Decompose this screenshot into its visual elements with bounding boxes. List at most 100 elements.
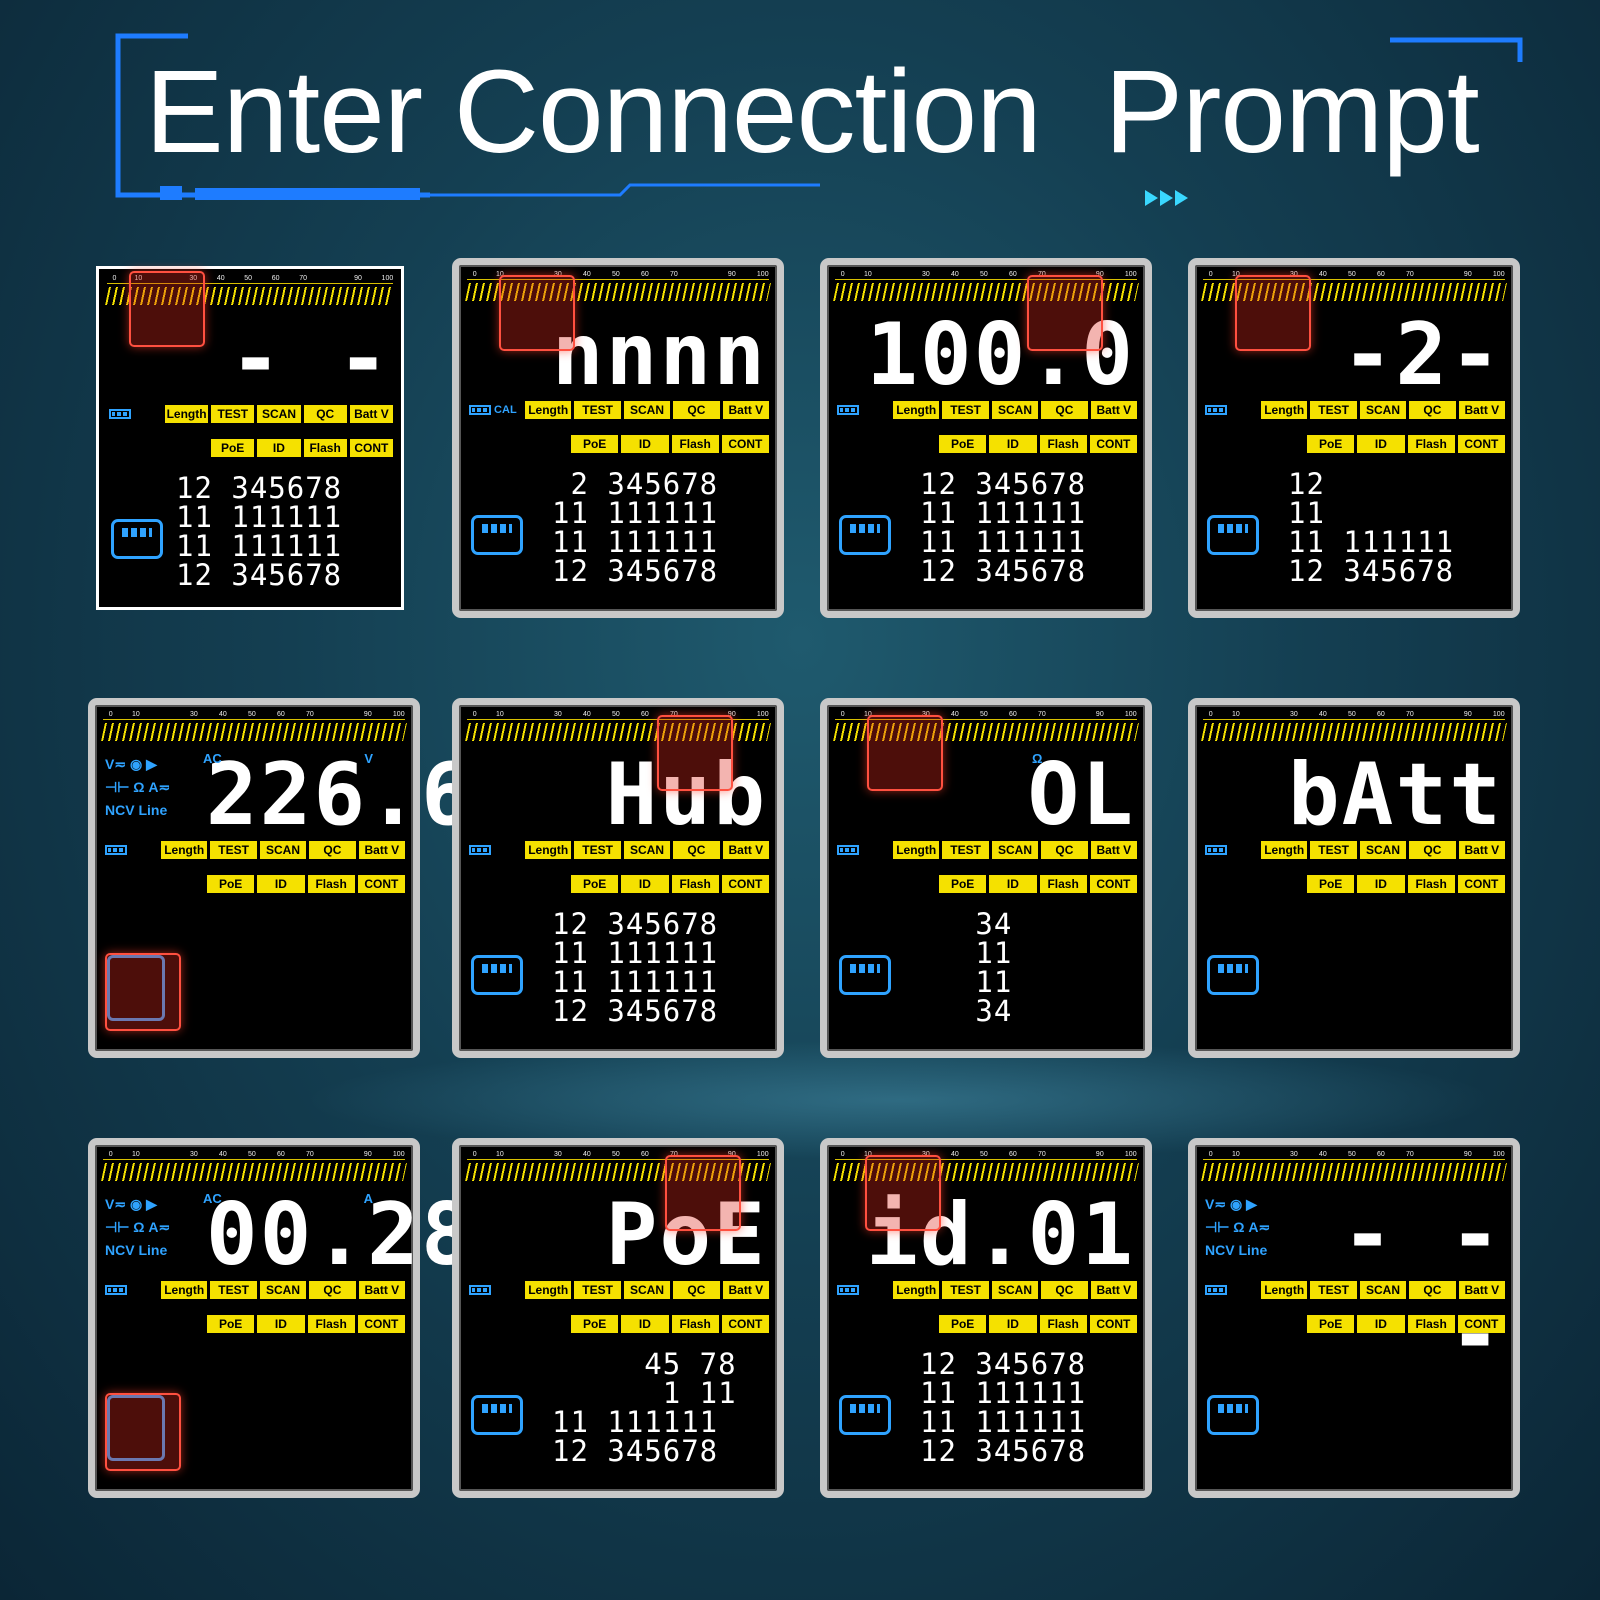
length-bargraph	[101, 1163, 407, 1181]
ruler-tick-label: 90	[1095, 711, 1104, 718]
ruler-tick-label: 60	[1008, 711, 1017, 718]
mode-label: CONT	[721, 435, 769, 453]
unit-left-label: AC	[203, 751, 222, 766]
ruler-tick-label: 0	[1208, 711, 1213, 718]
mode-label: PoE	[207, 1315, 255, 1333]
ruler-tick-label: 60	[640, 1151, 649, 1158]
mode-label: Length	[525, 841, 572, 859]
wire-map-display: 2 345678 11 111111 11 111111 12 345678	[552, 467, 719, 588]
ruler-tick-label: 100	[1492, 271, 1505, 278]
mode-label: Length	[525, 401, 572, 419]
mode-label: Length	[165, 405, 209, 423]
ruler-tick-label: 70	[1037, 711, 1046, 718]
mode-label: TEST	[1310, 841, 1357, 859]
wire-map-display: 34 11 11 34	[975, 907, 1013, 1028]
mode-label: ID	[621, 875, 669, 893]
main-display-readout: bAtt	[1287, 745, 1503, 845]
battery-icon	[1205, 404, 1227, 416]
mode-label: CONT	[1457, 435, 1505, 453]
ruler-tick-label: 0	[472, 1151, 477, 1158]
mode-label: QC	[1409, 1281, 1456, 1299]
rj45-connector-icon	[471, 1395, 523, 1435]
mode-label: ID	[989, 875, 1037, 893]
mode-label: TEST	[210, 841, 257, 859]
mode-label: SCAN	[991, 1281, 1039, 1299]
ruler-tick-label: 30	[921, 1151, 930, 1158]
ruler-tick-label: 60	[640, 271, 649, 278]
ruler-tick-label: 100	[756, 1151, 769, 1158]
ruler-tick-label: 50	[1347, 1151, 1356, 1158]
highlight-marker	[657, 715, 733, 791]
unit-right-label: Ω	[1032, 751, 1043, 766]
ruler-tick-label: 50	[979, 271, 988, 278]
mode-label: Batt V	[1090, 401, 1138, 419]
page-title: Enter Connection Prompt	[145, 46, 1480, 178]
ruler-tick-label: 30	[553, 711, 562, 718]
mode-label: ID	[621, 1315, 669, 1333]
highlight-marker	[665, 1155, 741, 1231]
ruler-tick-label: 50	[1347, 271, 1356, 278]
mode-label: Length	[893, 401, 940, 419]
mode-label: TEST	[574, 1281, 621, 1299]
battery-icon	[109, 408, 131, 420]
mode-label: Length	[161, 1281, 208, 1299]
ruler-tick-label: 40	[950, 1151, 959, 1158]
mode-label: PoE	[207, 875, 255, 893]
mode-label: QC	[673, 1281, 720, 1299]
mode-label: QC	[309, 841, 356, 859]
ruler-tick-label: 90	[1095, 1151, 1104, 1158]
mode-label: Flash	[1407, 1315, 1455, 1333]
main-display-readout: PoE	[605, 1185, 767, 1285]
ruler-tick-label: 70	[1405, 711, 1414, 718]
ruler-tick-label: 40	[218, 1151, 227, 1158]
ruler-tick-label: 10	[495, 271, 504, 278]
ruler-tick-label: 40	[218, 711, 227, 718]
ruler-tick-label: 50	[247, 711, 256, 718]
ruler-tick-label: 50	[1347, 711, 1356, 718]
mode-label: Batt V	[722, 841, 770, 859]
main-display-readout: -2-	[1341, 305, 1503, 405]
mode-label: CONT	[1457, 1315, 1505, 1333]
main-display-readout: - - -	[1341, 1185, 1503, 1385]
length-bargraph	[101, 723, 407, 741]
ruler-tick-label: 0	[108, 1151, 113, 1158]
mode-label: QC	[673, 401, 720, 419]
ruler-tick-label: 90	[363, 711, 372, 718]
ruler-tick-label: 10	[1231, 271, 1240, 278]
highlight-marker	[1235, 275, 1311, 351]
mode-label: SCAN	[259, 1281, 307, 1299]
ruler-tick-label: 10	[863, 271, 872, 278]
ruler-tick-label: 70	[1405, 1151, 1414, 1158]
ruler-tick-label: 100	[1492, 711, 1505, 718]
mode-label: Flash	[307, 875, 355, 893]
mode-label: Length	[1261, 401, 1308, 419]
mode-label: TEST	[942, 401, 989, 419]
mode-label: Batt V	[1458, 401, 1506, 419]
battery-icon	[469, 1284, 491, 1296]
ruler-tick-label: 90	[727, 711, 736, 718]
ruler-tick-label: 10	[131, 1151, 140, 1158]
ruler-tick-label: 40	[1318, 1151, 1327, 1158]
main-display-readout: - -	[229, 309, 391, 409]
cal-label: CAL	[491, 404, 517, 416]
ruler-tick-label: 0	[840, 271, 845, 278]
ruler-tick-label: 40	[582, 1151, 591, 1158]
